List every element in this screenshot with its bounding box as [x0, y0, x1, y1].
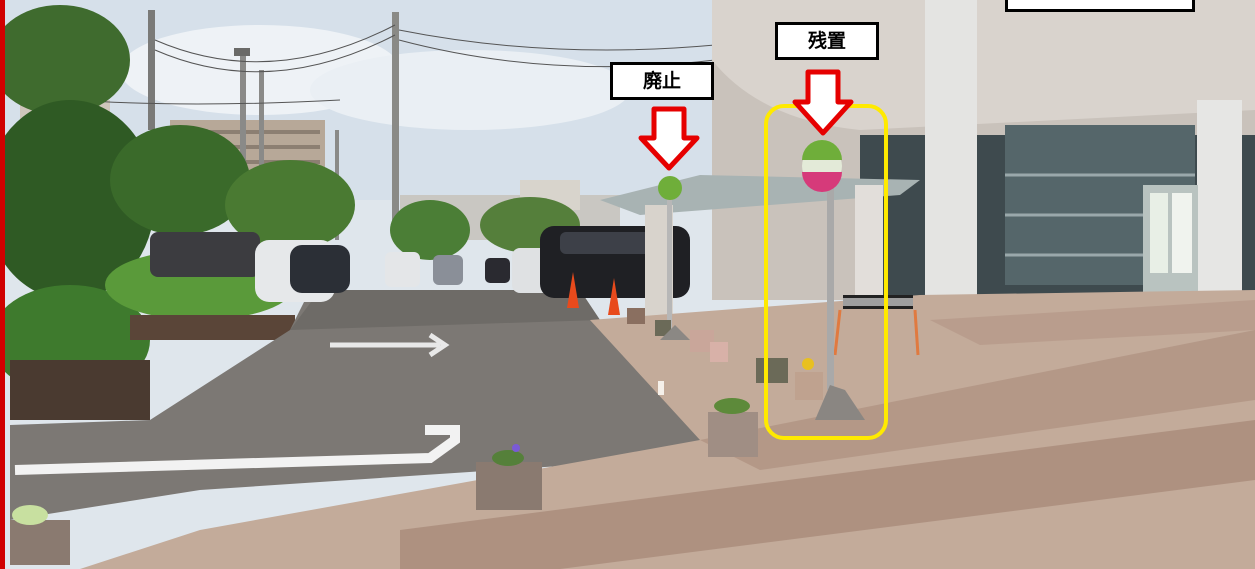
flower-pot: [476, 462, 542, 510]
flower-pot: [10, 520, 70, 565]
tree: [0, 100, 155, 300]
retained-label: 残置: [775, 22, 879, 60]
parked-car: [150, 232, 260, 277]
utility-pole: [392, 12, 399, 227]
bus-stop-pole-old: [667, 180, 672, 330]
road-marking: [14, 425, 460, 475]
pole-base: [815, 385, 865, 420]
traffic-cone: [567, 272, 579, 308]
discontinued-label: 廃止: [610, 62, 714, 100]
tree: [0, 5, 130, 115]
street-light-pole: [240, 55, 246, 255]
flower-pot: [708, 412, 758, 457]
left-red-edge: [0, 0, 5, 569]
bus-stop-sign-old: [658, 176, 682, 200]
bus-stop-pole-retained: [827, 185, 834, 390]
arrow-down-icon: [638, 106, 700, 171]
cropped-label-box: [1005, 0, 1195, 12]
building-column: [1197, 100, 1242, 295]
traffic-cone: [608, 278, 620, 315]
planter-wall: [10, 360, 150, 420]
arrow-down-icon: [792, 69, 854, 136]
utility-pole: [148, 10, 155, 130]
